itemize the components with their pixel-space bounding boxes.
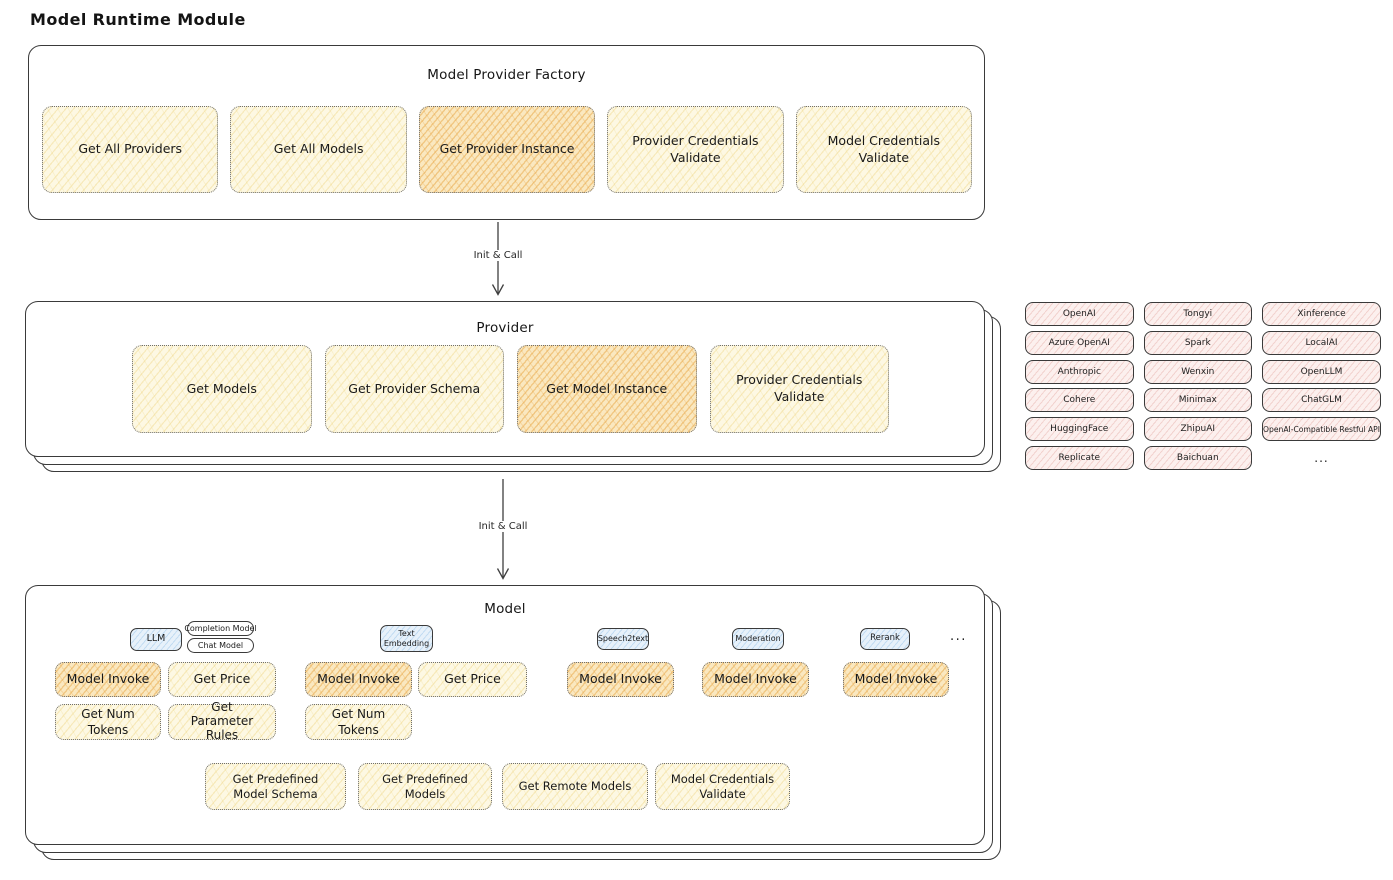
provider-pill-baichuan: Baichuan <box>1143 445 1253 470</box>
provider-pill-zhipuai: ZhipuAI <box>1143 417 1253 442</box>
provider-pill-xinference: Xinference <box>1262 302 1381 326</box>
get-models-shape: Get Models <box>132 345 312 433</box>
speech2text-model-invoke-shape: Model Invoke <box>567 662 674 697</box>
provider-credentials-validate-shape: Provider Credentials Validate <box>607 106 784 193</box>
provider-pill-replicate: Replicate <box>1025 445 1134 470</box>
llm-get-parameter-rules-shape: Get Parameter Rules <box>168 700 276 742</box>
llm-model-invoke-shape: Model Invoke <box>55 662 161 697</box>
provider-pill-localai: LocalAI <box>1262 330 1381 355</box>
text-embedding-type-pill: Text Embedding <box>380 625 433 652</box>
model-provider-factory-box: Model Provider Factory Get All Providers… <box>28 45 985 220</box>
provider-pill-cohere: Cohere <box>1025 388 1134 413</box>
moderation-type-pill: Moderation <box>732 628 784 650</box>
provider-box: Provider Get Models Get Provider Schema … <box>25 301 1001 472</box>
completion-model-pill: Completion Model <box>184 621 257 636</box>
provider-pill-spark: Spark <box>1143 330 1253 355</box>
provider-pill-openai: OpenAI <box>1025 302 1134 326</box>
model-credentials-validate-shape-2: Model Credentials Validate <box>655 763 790 810</box>
provider-pill-tongyi: Tongyi <box>1143 302 1253 326</box>
llm-get-price-shape: Get Price <box>168 662 276 697</box>
provider-pill-openllm: OpenLLM <box>1262 359 1381 384</box>
get-predefined-model-schema-shape: Get Predefined Model Schema <box>205 763 346 810</box>
provider-list-more-ellipsis: ... <box>1314 450 1329 465</box>
speech2text-type-pill: Speech2text <box>597 628 649 650</box>
rerank-model-invoke-shape: Model Invoke <box>843 662 949 697</box>
page-title: Model Runtime Module <box>30 10 246 29</box>
chat-model-pill: Chat Model <box>187 638 254 653</box>
get-all-models-shape: Get All Models <box>230 106 407 193</box>
provider-pill-chatglm: ChatGLM <box>1262 388 1381 413</box>
provider-pill-wenxin: Wenxin <box>1143 359 1253 384</box>
embedding-model-invoke-shape: Model Invoke <box>305 662 412 697</box>
moderation-model-invoke-shape: Model Invoke <box>702 662 809 697</box>
get-remote-models-shape: Get Remote Models <box>502 763 648 810</box>
llm-type-pill: LLM <box>130 628 182 651</box>
model-types-more-ellipsis: ... <box>950 629 967 644</box>
provider-pill-openai-compatible-restful-api: OpenAI-Compatible Restful API <box>1262 417 1381 442</box>
get-model-instance-shape: Get Model Instance <box>517 345 697 433</box>
embedding-get-num-tokens-shape: Get Num Tokens <box>305 704 412 740</box>
get-all-providers-shape: Get All Providers <box>42 106 219 193</box>
model-credentials-validate-shape: Model Credentials Validate <box>795 106 973 193</box>
provider-pill-huggingface: HuggingFace <box>1025 417 1134 442</box>
llm-get-num-tokens-shape: Get Num Tokens <box>55 704 161 740</box>
embedding-get-price-shape: Get Price <box>418 662 527 697</box>
get-provider-instance-shape: Get Provider Instance <box>418 106 596 193</box>
rerank-type-pill: Rerank <box>860 628 910 650</box>
provider-pill-azure-openai: Azure OpenAI <box>1025 330 1134 355</box>
get-predefined-models-shape: Get Predefined Models <box>358 763 492 810</box>
provider-title: Provider <box>476 320 534 336</box>
model-title: Model <box>484 601 526 617</box>
init-call-label-2: Init & Call <box>473 521 533 532</box>
provider-pill-minimax: Minimax <box>1143 388 1253 413</box>
init-call-label-1: Init & Call <box>468 250 528 261</box>
get-provider-schema-shape: Get Provider Schema <box>324 345 504 433</box>
provider-list: OpenAI Tongyi Xinference Azure OpenAI Sp… <box>1025 302 1381 470</box>
provider-credentials-validate-shape-2: Provider Credentials Validate <box>709 345 889 433</box>
model-provider-factory-title: Model Provider Factory <box>427 67 586 83</box>
model-box: Model LLM Completion Model Chat Model Te… <box>25 585 1001 860</box>
provider-pill-anthropic: Anthropic <box>1025 359 1134 384</box>
